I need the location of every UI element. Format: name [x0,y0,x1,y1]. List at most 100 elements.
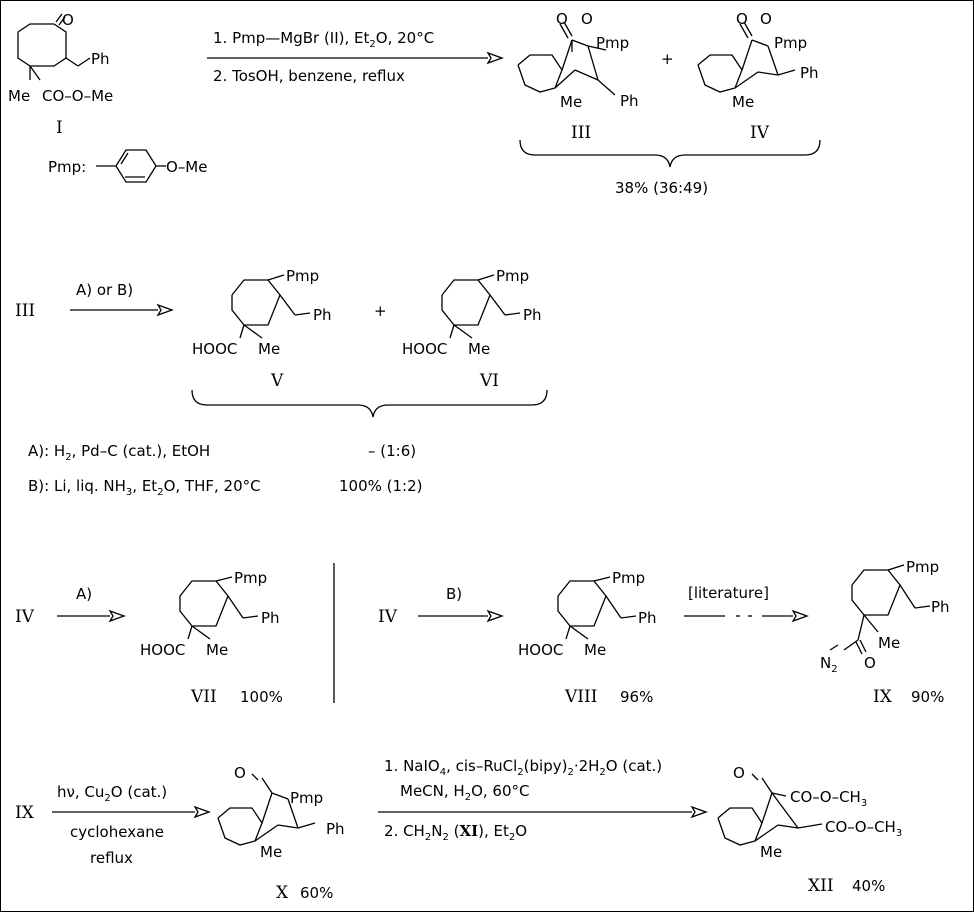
svg-text:Me: Me [732,93,754,111]
compound-XII-label: XII [808,876,834,896]
plus-sign-1: + [661,50,674,68]
start-IV-b: IV [378,607,398,627]
yield-XII: 40% [852,877,885,895]
svg-text:1. Pmp—MgBr (II), Et2O, 20°: 1. Pmp—MgBr (II), Et2O, 20°C [213,29,434,50]
yield-VIII: 96% [620,688,653,706]
svg-text:1. NaIO4, cis–RuCl2(bipy)2·2H: 1. NaIO4, cis–RuCl2(bipy)2·2H2O (cat.) [384,757,662,778]
compound-I-label: I [56,118,63,138]
svg-text:Pmp: Pmp [774,34,807,52]
svg-text:O: O [234,764,246,782]
svg-text:Me: Me [878,634,900,652]
yield-step1: 38% (36:49) [615,179,708,197]
svg-text:[literature]: [literature] [688,584,769,602]
compound-X-label: X [276,883,289,903]
svg-text:O: O [760,10,772,28]
yield-X: 60% [300,884,333,902]
brace-2 [191,389,548,418]
svg-text:Me: Me [206,641,228,659]
svg-text:hν, Cu2O (cat.): hν, Cu2O (cat.) [57,783,167,804]
svg-text:A) or B): A) or B) [76,281,133,299]
svg-text:Pmp: Pmp [286,267,319,285]
svg-text:Ph: Ph [931,598,950,616]
svg-text:Pmp: Pmp [290,789,323,807]
ph-label: Ph [91,50,110,68]
svg-text:cyclohexane: cyclohexane [70,823,164,841]
svg-text:Me: Me [258,340,280,358]
svg-text:Ph: Ph [261,609,280,627]
svg-text:Ph: Ph [313,306,332,324]
yield-VII: 100% [240,688,283,706]
cond-B-result: 100% (1:2) [339,477,423,495]
step3b-arrow: B) [418,585,503,622]
svg-text:Me: Me [560,93,582,111]
svg-text:CO–O–CH3: CO–O–CH3 [790,788,867,809]
cond-A-result: – (1:6) [368,442,416,460]
svg-text:B): B) [446,585,462,603]
svg-text:2. CH2N2 (XI), Et2O: 2. CH2N2 (XI), Et2O [384,822,527,843]
compound-IV-label: IV [750,123,770,143]
step2-arrow: A) or B) [70,281,173,316]
svg-text:reflux: reflux [90,849,133,867]
compound-VI-label: VI [479,371,499,391]
compound-VII-label: VII [190,687,217,707]
svg-text:MeCN, H2O, 60°C: MeCN, H2O, 60°C [400,782,529,803]
svg-text:O: O [581,10,593,28]
svg-text:HOOC: HOOC [518,641,563,659]
yield-IX: 90% [911,688,944,706]
svg-text:Ph: Ph [800,64,819,82]
compound-VII-structure: Pmp Ph HOOC Me [140,569,280,659]
ketone-o: O [62,11,74,29]
svg-text:Ph: Ph [638,609,657,627]
compound-VIII-structure: Pmp Ph HOOC Me [518,569,657,659]
compound-IV-structure: O O Pmp Me Ph [697,10,819,111]
svg-text:HOOC: HOOC [140,641,185,659]
compound-IX-structure: Pmp Ph Me O N2 [820,558,950,675]
svg-text:Ph: Ph [326,820,345,838]
compound-VIII-label: VIII [564,687,597,707]
start-IX: IX [15,803,35,823]
svg-text:Me: Me [468,340,490,358]
svg-text:A): A) [76,585,92,603]
svg-text:N2: N2 [820,654,838,675]
svg-text:HOOC: HOOC [402,340,447,358]
step3a-arrow: A) [57,585,125,622]
compound-V-label: V [270,371,284,391]
compound-III-label: III [571,123,591,143]
svg-text:Ph: Ph [523,306,542,324]
svg-text:Pmp: Pmp [906,558,939,576]
compound-X-structure: O Pmp Me Ph [217,764,345,861]
compound-XII-structure: O CO–O–CH3 CO–O–CH3 Me [717,764,902,861]
svg-text:CO–O–CH3: CO–O–CH3 [825,818,902,839]
compound-IX-label: IX [873,687,893,707]
me-label: Me [8,87,30,105]
step1-arrow: 1. Pmp—MgBr (II), Et2O, 20°C 2. TosOH, b… [207,29,503,85]
svg-text:Me: Me [584,641,606,659]
cond-B: B): Li, liq. NH3, Et2O, THF, 20°C [28,477,261,498]
svg-text:O: O [733,764,745,782]
ome-label: O–Me [166,158,207,176]
svg-text:Pmp: Pmp [234,569,267,587]
svg-text:Pmp: Pmp [612,569,645,587]
svg-text:HOOC: HOOC [192,340,237,358]
compound-I-structure: O Ph Me CO–O–Me [8,11,113,105]
svg-text:O: O [864,654,876,672]
svg-text:Pmp: Pmp [596,34,629,52]
compound-V-structure: Pmp Ph HOOC Me [192,267,332,358]
compound-III-structure: O O Pmp Me Ph [517,10,639,111]
plus-sign-2: + [374,302,387,320]
ester-label: CO–O–Me [42,87,113,105]
start-III: III [15,301,35,321]
step4a-arrow: hν, Cu2O (cat.) cyclohexane reflux [52,783,210,867]
svg-text:O: O [556,10,568,28]
pmp-definition: Pmp: O–Me [48,149,207,183]
step4b-arrow: 1. NaIO4, cis–RuCl2(bipy)2·2H2O (cat.) M… [378,757,707,843]
svg-text:Pmp: Pmp [496,267,529,285]
svg-text:O: O [736,10,748,28]
svg-text:Ph: Ph [620,92,639,110]
literature-arrow: [literature] [684,584,808,622]
brace-1 [519,139,821,168]
pmp-def-label: Pmp: [48,158,86,176]
cond-A: A): H2, Pd–C (cat.), EtOH [28,442,210,463]
svg-text:2. TosOH, benzene, reflux: 2. TosOH, benzene, reflux [213,67,405,85]
